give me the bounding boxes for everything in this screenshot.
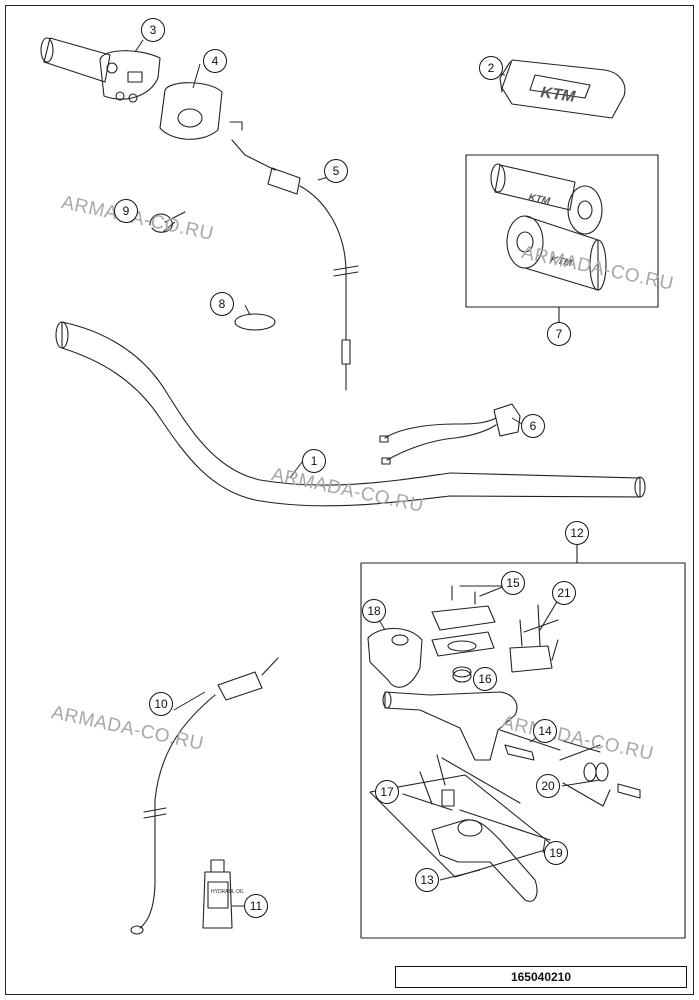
clutch-cable-drawing: [130, 657, 279, 935]
throttle-cable-drawing: [229, 121, 359, 391]
callout-20: 20: [536, 774, 560, 798]
piston-parts-drawing: [559, 739, 641, 807]
callout-21: 21: [552, 581, 576, 605]
callout-2: 2: [479, 56, 503, 80]
throttle-cover-drawing: [159, 82, 223, 140]
callout-12: 12: [565, 521, 589, 545]
reservoir-cover-drawing: [431, 585, 506, 657]
callout-17: 17: [375, 780, 399, 804]
pad-logo: KTM: [539, 84, 576, 106]
cable-tie-drawing: [149, 211, 186, 233]
callout-19: 19: [544, 841, 568, 865]
handlebar-drawing: [55, 321, 646, 507]
handlebar-pad-drawing: [499, 59, 626, 119]
diagram-frame: [5, 5, 694, 995]
callout-10: 10: [149, 692, 173, 716]
callout-6: 6: [521, 414, 545, 438]
brake-assembly-box: [360, 562, 686, 939]
o-ring-drawing: [234, 313, 276, 331]
grip-logo-upper: KTM: [527, 192, 551, 207]
callout-3: 3: [141, 18, 165, 42]
grips-box: [465, 154, 659, 308]
callout-13: 13: [415, 868, 439, 892]
callout-8: 8: [210, 292, 234, 316]
callout-16: 16: [473, 667, 497, 691]
oil-bottle-drawing: [202, 859, 233, 929]
grips-drawing: [490, 163, 607, 291]
brake-lever-drawing: [369, 754, 556, 902]
callout-7: 7: [547, 322, 571, 346]
callout-4: 4: [203, 49, 227, 73]
switch-drawing: [379, 403, 521, 465]
master-cylinder-drawing: [382, 691, 561, 761]
callout-18: 18: [362, 599, 386, 623]
reservoir-plug-drawing: [452, 666, 472, 683]
oil-label: HYDRAUL OIL: [211, 889, 244, 895]
callout-1: 1: [302, 449, 326, 473]
callout-9: 9: [114, 199, 138, 223]
callout-15: 15: [501, 571, 525, 595]
clamp-drawing: [509, 599, 559, 673]
grip-logo-lower: KTM: [549, 254, 573, 269]
callout-5: 5: [324, 159, 348, 183]
callout-11: 11: [244, 894, 268, 918]
brake-cover-drawing: [367, 627, 423, 688]
callout-14: 14: [533, 719, 557, 743]
part-number-label: 165040210: [395, 966, 687, 988]
leader-lines: [134, 39, 601, 907]
throttle-grip-drawing: [40, 37, 161, 103]
